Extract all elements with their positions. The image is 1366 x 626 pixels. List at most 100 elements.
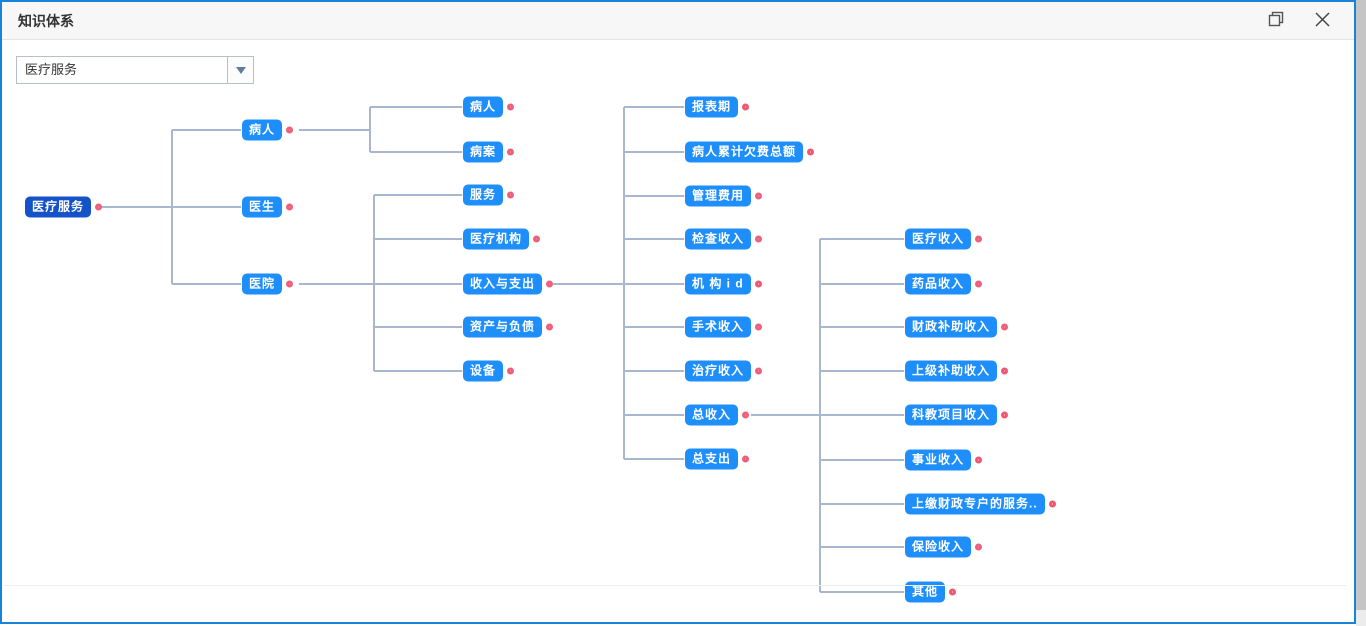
tree-node-label-zichanfuzhai[interactable]: 资产与负债 bbox=[463, 316, 543, 338]
node-connector-circle[interactable] bbox=[286, 280, 294, 288]
tree-node-baoxianshouru: 保险收入 bbox=[905, 536, 983, 558]
scrollbar[interactable] bbox=[1356, 0, 1366, 626]
chevron-down-icon bbox=[235, 66, 246, 74]
node-connector-circle[interactable] bbox=[507, 148, 515, 156]
tree-node-yiliaoshouru: 医疗收入 bbox=[905, 228, 983, 250]
node-connector-circle[interactable] bbox=[286, 126, 294, 134]
tree-node-bingren1: 病人 bbox=[242, 119, 294, 141]
tree-node-yaopinshouru: 药品收入 bbox=[905, 273, 983, 295]
node-connector-circle[interactable] bbox=[975, 235, 983, 243]
tree-node-label-baobiaoqi[interactable]: 报表期 bbox=[685, 96, 739, 118]
close-icon bbox=[1314, 11, 1330, 30]
tree-node-label-shouruzhichu[interactable]: 收入与支出 bbox=[463, 273, 543, 295]
node-connector-circle[interactable] bbox=[755, 367, 763, 375]
node-connector-circle[interactable] bbox=[1001, 323, 1009, 331]
dropdown-arrow-button[interactable] bbox=[227, 57, 253, 83]
tree-node-label-shangjibuzhu[interactable]: 上级补助收入 bbox=[905, 360, 998, 382]
tree-node-label-qianfeizonge[interactable]: 病人累计欠费总额 bbox=[685, 141, 804, 163]
node-connector-circle[interactable] bbox=[1048, 500, 1056, 508]
node-connector-circle[interactable] bbox=[1001, 411, 1009, 419]
tree-node-zhiliaoshouru: 治疗收入 bbox=[685, 360, 763, 382]
tree-node-label-zhiliaoshouru[interactable]: 治疗收入 bbox=[685, 360, 752, 382]
tree-node-label-yisheng[interactable]: 医生 bbox=[242, 196, 283, 218]
node-connector-circle[interactable] bbox=[755, 323, 763, 331]
tree-node-root: 医疗服务 bbox=[25, 196, 103, 218]
tree-node-caizhengbuzhu: 财政补助收入 bbox=[905, 316, 1009, 338]
node-connector-circle[interactable] bbox=[286, 203, 294, 211]
tree-node-label-caizhengbuzhu[interactable]: 财政补助收入 bbox=[905, 316, 998, 338]
node-connector-circle[interactable] bbox=[507, 191, 515, 199]
node-connector-circle[interactable] bbox=[807, 148, 815, 156]
tree-node-zongzhichu: 总支出 bbox=[685, 448, 750, 470]
node-connector-circle[interactable] bbox=[754, 280, 762, 288]
tree-node-label-shangjiaocaizheng[interactable]: 上缴财政专户的服务.. bbox=[905, 493, 1045, 515]
tree-node-qianfeizonge: 病人累计欠费总额 bbox=[685, 141, 815, 163]
tree-node-jigouid: 机 构 i d bbox=[685, 273, 762, 295]
tree-node-label-yiliaojigou[interactable]: 医疗机构 bbox=[463, 228, 530, 250]
tree-node-label-yaopinshouru[interactable]: 药品收入 bbox=[905, 273, 972, 295]
close-button[interactable] bbox=[1312, 11, 1332, 31]
tree-node-bingan: 病案 bbox=[463, 141, 515, 163]
node-connector-circle[interactable] bbox=[975, 543, 983, 551]
tree-node-label-yiliaoshouru[interactable]: 医疗收入 bbox=[905, 228, 972, 250]
tree-node-baobiaoqi: 报表期 bbox=[685, 96, 750, 118]
tree-node-yisheng: 医生 bbox=[242, 196, 294, 218]
node-connector-circle[interactable] bbox=[546, 323, 554, 331]
tree-node-label-guanlifeiyong[interactable]: 管理费用 bbox=[685, 185, 752, 207]
node-connector-circle[interactable] bbox=[975, 280, 983, 288]
node-connector-circle[interactable] bbox=[95, 203, 103, 211]
tree-node-label-zongzhichu[interactable]: 总支出 bbox=[685, 448, 739, 470]
restore-window-button[interactable] bbox=[1266, 11, 1286, 31]
tree-node-label-kejiaoxiangmu[interactable]: 科教项目收入 bbox=[905, 404, 998, 426]
knowledge-category-value: 医疗服务 bbox=[25, 62, 78, 77]
tree-node-label-jianchashouru[interactable]: 检查收入 bbox=[685, 228, 752, 250]
tree-node-shouruzhichu: 收入与支出 bbox=[463, 273, 554, 295]
tree-node-label-root[interactable]: 医疗服务 bbox=[25, 196, 92, 218]
node-connector-circle[interactable] bbox=[546, 280, 554, 288]
window-title: 知识体系 bbox=[18, 12, 74, 29]
tree-node-label-shiyeshouru[interactable]: 事业收入 bbox=[905, 449, 972, 471]
tree-node-label-shoushushouru[interactable]: 手术收入 bbox=[685, 316, 752, 338]
tree-node-label-bingren2[interactable]: 病人 bbox=[463, 96, 504, 118]
knowledge-category-select[interactable]: 医疗服务 bbox=[16, 56, 254, 84]
tree-node-zongshouru: 总收入 bbox=[685, 404, 750, 426]
node-connector-circle[interactable] bbox=[949, 588, 957, 596]
window-controls bbox=[1266, 11, 1338, 31]
tree-node-guanlifeiyong: 管理费用 bbox=[685, 185, 763, 207]
tree-node-label-shebei[interactable]: 设备 bbox=[463, 360, 504, 382]
node-connector-circle[interactable] bbox=[533, 235, 541, 243]
node-connector-circle[interactable] bbox=[742, 455, 750, 463]
tree-node-label-yiyuan[interactable]: 医院 bbox=[242, 273, 283, 295]
node-connector-circle[interactable] bbox=[742, 411, 750, 419]
tree-node-label-zongshouru[interactable]: 总收入 bbox=[685, 404, 739, 426]
tree-node-shoushushouru: 手术收入 bbox=[685, 316, 763, 338]
tree-node-yiliaojigou: 医疗机构 bbox=[463, 228, 541, 250]
node-connector-circle[interactable] bbox=[742, 103, 750, 111]
tree-node-label-jigouid[interactable]: 机 构 i d bbox=[685, 273, 751, 295]
tree-node-label-fuwu[interactable]: 服务 bbox=[463, 184, 504, 206]
tree-node-label-baoxianshouru[interactable]: 保险收入 bbox=[905, 536, 972, 558]
tree-node-bingren2: 病人 bbox=[463, 96, 515, 118]
node-connector-circle[interactable] bbox=[1001, 367, 1009, 375]
titlebar: 知识体系 bbox=[2, 2, 1354, 40]
scrollbar-thumb[interactable] bbox=[1356, 0, 1366, 610]
tree-node-zichanfuzhai: 资产与负债 bbox=[463, 316, 554, 338]
tree-node-label-qita[interactable]: 其他 bbox=[905, 581, 946, 603]
node-connector-circle[interactable] bbox=[755, 192, 763, 200]
tree-node-label-bingan[interactable]: 病案 bbox=[463, 141, 504, 163]
tree-node-label-bingren1[interactable]: 病人 bbox=[242, 119, 283, 141]
tree-node-shangjiaocaizheng: 上缴财政专户的服务.. bbox=[905, 493, 1056, 515]
tree-node-qita: 其他 bbox=[905, 581, 957, 603]
node-connector-circle[interactable] bbox=[755, 235, 763, 243]
node-connector-circle[interactable] bbox=[507, 103, 515, 111]
node-connector-circle[interactable] bbox=[507, 367, 515, 375]
restore-window-icon bbox=[1268, 11, 1284, 30]
tree-node-shebei: 设备 bbox=[463, 360, 515, 382]
tree-node-yiyuan: 医院 bbox=[242, 273, 294, 295]
tree-node-shiyeshouru: 事业收入 bbox=[905, 449, 983, 471]
node-connector-circle[interactable] bbox=[975, 456, 983, 464]
tree-node-jianchashouru: 检查收入 bbox=[685, 228, 763, 250]
